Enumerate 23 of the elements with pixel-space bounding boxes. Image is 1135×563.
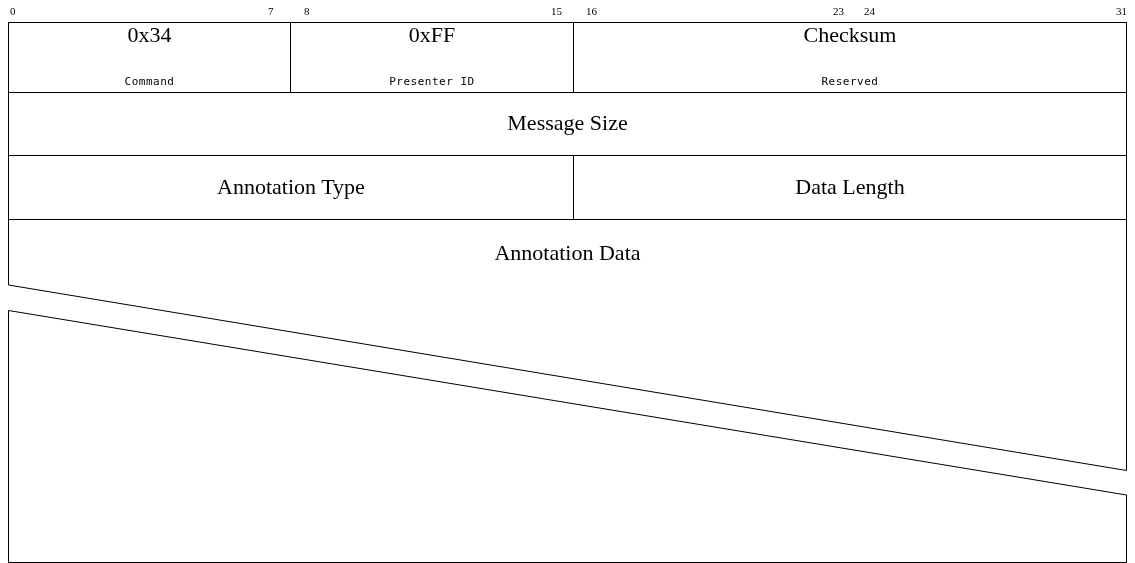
bit-number: 31: [1116, 5, 1127, 18]
continuation-box: [8, 310, 1127, 563]
field-name: Annotation Type: [216, 174, 366, 199]
field-value: Checksum: [802, 23, 898, 47]
field-name: Annotation Data: [493, 241, 642, 265]
bit-number: 8: [304, 5, 310, 18]
field-name: Message Size: [506, 111, 629, 135]
field-value: 0x34: [126, 23, 173, 47]
field-name: Presenter ID: [388, 75, 476, 88]
field-name: Data Length: [794, 174, 906, 199]
bit-number: 15: [551, 5, 562, 18]
field-box: [8, 219, 1127, 471]
bit-number: 23: [833, 5, 844, 18]
field-box: [8, 92, 1127, 156]
bit-number: 7: [268, 5, 274, 18]
field-box: [573, 22, 1127, 93]
bit-number: 0: [10, 5, 16, 18]
field-name: Command: [123, 75, 176, 88]
field-name: Reserved: [820, 75, 880, 88]
field-box: [8, 22, 291, 93]
bit-number: 24: [864, 5, 875, 18]
bit-number: 16: [586, 5, 597, 18]
field-value: 0xFF: [407, 23, 457, 47]
